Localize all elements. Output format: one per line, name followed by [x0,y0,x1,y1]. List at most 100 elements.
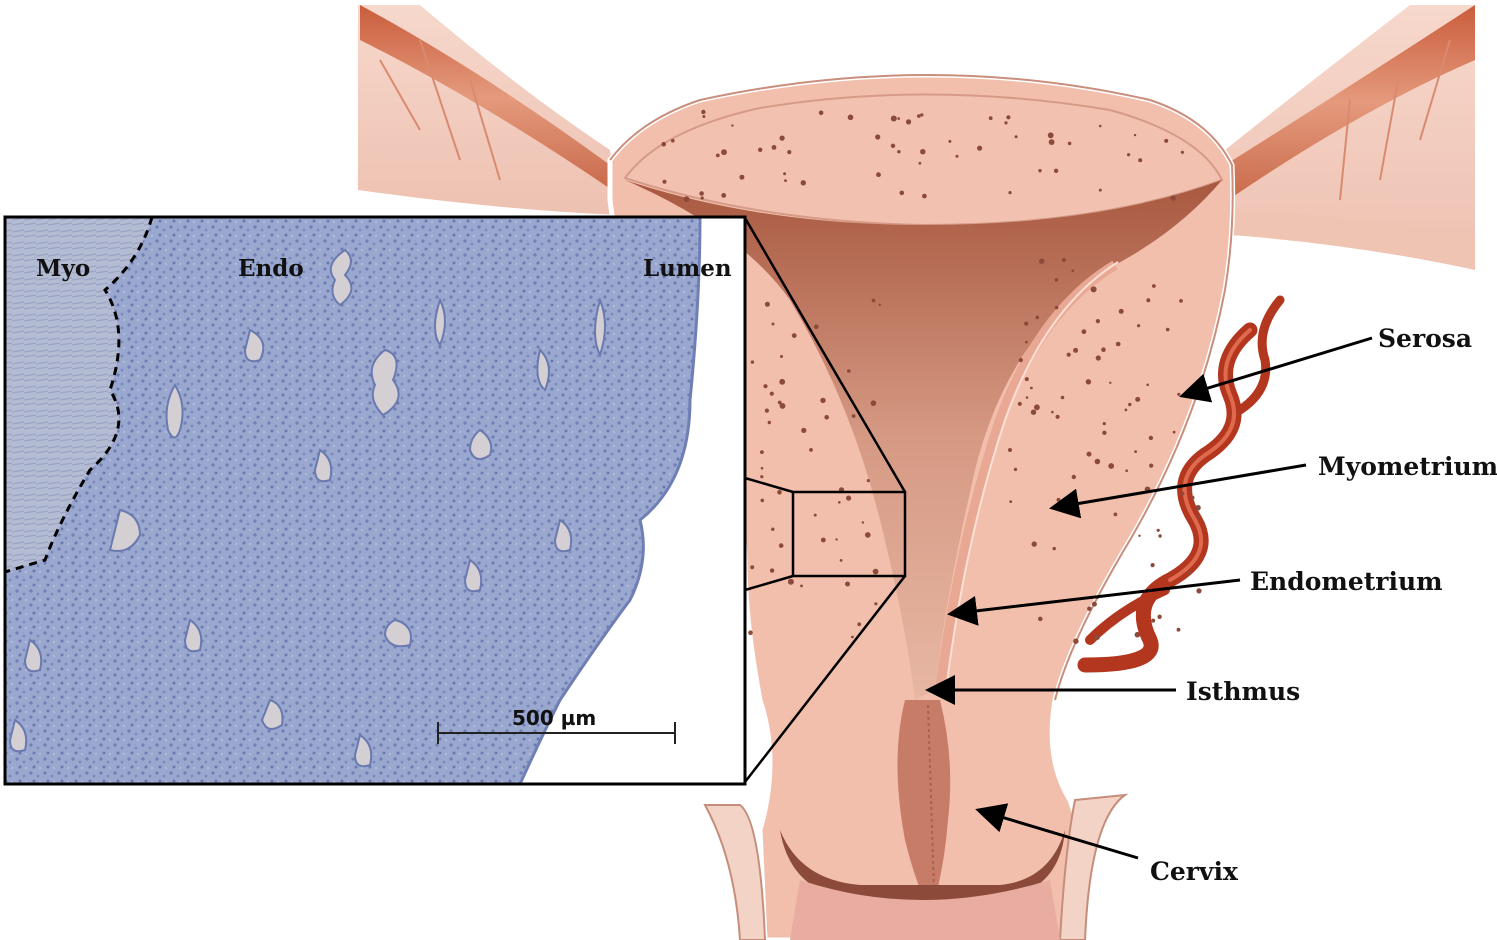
muscle-dot [922,194,927,199]
muscle-dot [761,499,765,503]
muscle-dot [1068,142,1072,146]
muscle-dot [1024,322,1028,326]
muscle-dot [661,142,666,147]
muscle-dot [956,155,959,158]
muscle-dot [1114,513,1118,517]
muscle-dot [1125,469,1128,472]
muscle-dot [838,501,841,504]
muscle-dot [1049,139,1055,145]
muscle-dot [770,568,774,572]
muscle-dot [840,559,843,562]
muscle-dot [1188,571,1192,575]
muscle-dot [1134,450,1137,453]
muscle-dot [1096,355,1101,360]
muscle-dot [1125,409,1128,412]
muscle-dot [1177,393,1180,396]
muscle-dot [1134,134,1136,136]
muscle-dot [1087,607,1091,611]
muscle-dot [1032,541,1037,546]
muscle-dot [1030,387,1033,390]
muscle-dot [1196,588,1201,593]
muscle-dot [1119,309,1124,314]
muscle-dot [1038,617,1043,622]
label-endo: Endo [238,255,304,282]
muscle-dot [821,538,826,543]
muscle-dot [874,602,877,605]
muscle-dot [684,196,690,202]
muscle-dot [867,479,870,482]
muscle-dot [763,384,767,388]
muscle-dot [780,403,786,409]
fallopian-tube-right [1225,5,1475,270]
muscle-dot [1173,431,1176,434]
muscle-dot [1138,158,1142,162]
muscle-dot [699,191,704,196]
muscle-dot [721,149,727,155]
muscle-dot [1057,498,1061,502]
muscle-dot [702,115,705,118]
muscle-dot [1135,397,1140,402]
muscle-dot [1181,492,1185,496]
muscle-dot [1062,258,1066,262]
muscle-dot [788,579,794,585]
muscle-dot [876,172,881,177]
muscle-dot [1056,415,1060,419]
muscle-dot [1189,491,1192,494]
histology-inset: Myo Endo Lumen 500 µm [5,217,745,784]
muscle-dot [897,150,900,153]
muscle-dot [721,193,726,198]
muscle-dot [847,369,851,373]
muscle-dot [1082,329,1087,334]
muscle-dot [852,414,856,418]
muscle-dot [1087,452,1092,457]
muscle-dot [809,448,813,452]
muscle-dot [716,154,720,158]
muscle-dot [906,119,911,124]
muscle-dot [1054,169,1058,173]
muscle-dot [1068,499,1071,502]
muscle-dot [1138,535,1140,537]
muscle-dot [846,496,851,501]
muscle-dot [891,144,895,148]
muscle-dot [920,149,925,154]
muscle-dot [1094,634,1100,640]
muscle-dot [920,113,923,116]
muscle-dot [1099,189,1102,192]
muscle-dot [772,323,775,326]
muscle-dot [1072,475,1076,479]
muscle-dot [872,299,876,303]
muscle-dot [820,398,825,403]
muscle-dot [801,180,806,185]
muscle-dot [1127,153,1130,156]
muscle-dot [1146,298,1150,302]
muscle-dot [758,148,762,152]
muscle-dot [1067,353,1071,357]
muscle-dot [814,324,819,329]
muscle-dot [1117,615,1119,617]
muscle-dot [1195,505,1200,510]
muscle-dot [772,145,777,150]
muscle-dot [751,360,754,363]
muscle-dot [917,114,921,118]
muscle-dot [1038,169,1041,172]
muscle-dot [1048,132,1054,138]
muscle-dot [1073,348,1078,353]
muscle-dot [761,467,764,470]
muscle-dot [780,136,785,141]
muscle-dot [897,117,900,120]
muscle-dot [663,180,667,184]
muscle-dot [835,538,837,540]
muscle-dot [800,585,803,588]
muscle-dot [1137,324,1140,327]
muscle-dot [1164,139,1168,143]
muscle-dot [765,409,769,413]
muscle-dot [1019,358,1023,362]
label-endometrium: Endometrium [1250,567,1443,596]
muscle-dot [871,400,877,406]
muscle-dot [1008,191,1011,194]
muscle-dot [1096,319,1100,323]
label-myo: Myo [36,255,90,282]
muscle-dot [1109,382,1111,384]
muscle-dot [1051,411,1054,414]
muscle-dot [1181,151,1184,154]
